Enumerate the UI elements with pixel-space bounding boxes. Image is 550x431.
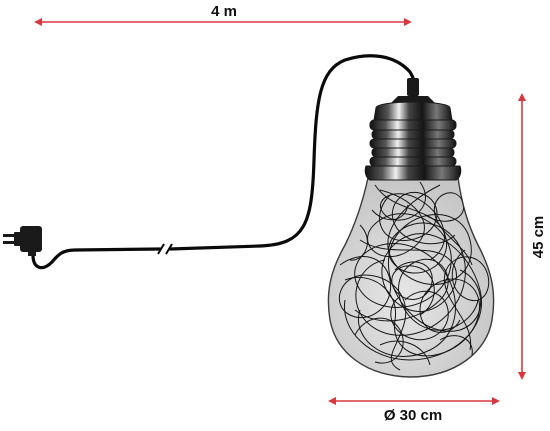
height-label: 45 cm <box>530 216 547 259</box>
cable-line <box>31 54 417 270</box>
cable-connector <box>407 78 419 96</box>
cable-length-label: 4 m <box>211 3 237 20</box>
height-dimension: 45 cm <box>518 93 547 380</box>
light-bulb-icon <box>327 96 495 378</box>
diameter-label: Ø 30 cm <box>384 407 442 424</box>
diameter-dimension: Ø 30 cm <box>328 397 500 424</box>
cable-break-mark <box>165 243 173 255</box>
bulb-glass <box>327 177 495 378</box>
cable-break-mark <box>157 243 165 255</box>
cable-length-dimension: 4 m <box>34 3 412 26</box>
wire-filament <box>338 181 490 371</box>
power-cable <box>31 54 419 270</box>
power-adapter-plug-icon <box>3 226 42 256</box>
bulb-socket <box>364 96 462 181</box>
